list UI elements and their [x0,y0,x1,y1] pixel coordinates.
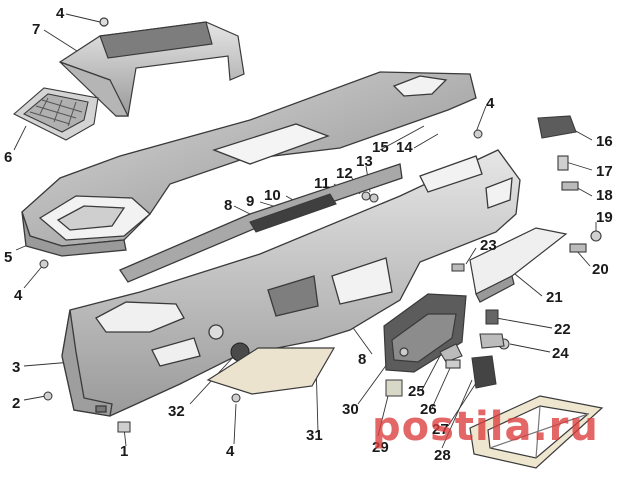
glovebox-lid-part [469,227,568,303]
callout-label: 4 [226,443,235,460]
bracket-frame-part [469,395,604,469]
screw-part [451,263,465,272]
switch-strip-part [249,191,379,233]
lower-cover-part [206,347,336,395]
clip-part [485,309,499,325]
callout-label: 17 [596,163,613,180]
callout-label: 28 [434,447,451,464]
switch-part [385,379,403,397]
callout-label: 5 [4,249,13,266]
callout-label: 4 [14,287,23,304]
small-parts-group [439,333,510,389]
callout-label: 10 [264,187,281,204]
callout-label: 26 [420,401,437,418]
callout-label: 3 [12,359,21,376]
callout-label: 14 [396,139,413,156]
callout-label: 25 [408,383,425,400]
callout-label: 13 [356,153,373,170]
callout-label: 7 [32,21,41,38]
callout-label: 8 [224,197,233,214]
callout-label: 2 [12,395,21,412]
callout-label: 9 [246,193,255,210]
callout-label: 24 [552,345,569,362]
callout-label: 27 [432,421,449,438]
callout-label: 6 [4,149,13,166]
callout-label: 4 [486,95,495,112]
screws [39,129,483,433]
callout-label: 32 [168,403,185,420]
callout-label: 19 [596,209,613,226]
callout-label: 12 [336,165,353,182]
callout-label: 1 [120,443,129,460]
callout-label: 23 [480,237,497,254]
vent-grille-part [13,87,99,141]
callout-label: 20 [592,261,609,278]
callout-label: 15 [372,139,389,156]
callout-label: 16 [596,133,613,150]
right-small-parts [537,115,602,253]
callout-label: 4 [56,5,65,22]
callout-label: 8 [358,351,367,368]
callout-label: 18 [596,187,613,204]
callout-label: 29 [372,439,389,456]
upper-dashboard-panel [21,71,477,257]
callout-label: 30 [342,401,359,418]
radio-frame-part [383,293,467,373]
instrument-hood-part [58,17,245,117]
callout-label: 21 [546,289,563,306]
callout-label: 31 [306,427,323,444]
callout-label: 11 [314,175,330,192]
callout-label: 22 [554,321,571,338]
watermark-text: postila.ru [372,404,599,450]
